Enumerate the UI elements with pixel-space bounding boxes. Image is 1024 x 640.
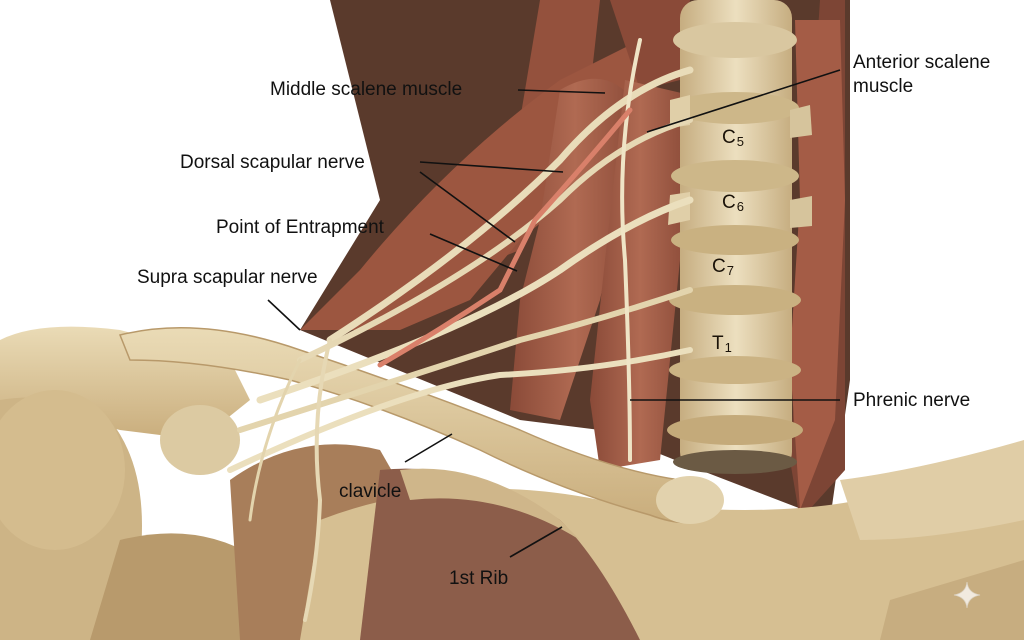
shoulder-bones xyxy=(0,326,420,640)
vertebra-label-c5: C5 xyxy=(722,127,744,149)
clavicle-bone xyxy=(118,326,724,524)
vertebra-label-c6: C6 xyxy=(722,192,744,214)
vertebra-label-t1: T1 xyxy=(712,333,732,355)
label-clavicle: clavicle xyxy=(339,481,402,502)
label-point-of-entrapment: Point of Entrapment xyxy=(216,217,384,238)
label-leader-lines xyxy=(267,69,841,558)
brachial-plexus xyxy=(227,38,694,622)
label-middle-scalene-muscle: Middle scalene muscle xyxy=(270,79,463,100)
label-phrenic-nerve: Phrenic nerve xyxy=(853,390,971,411)
label-first-rib: 1st Rib xyxy=(449,568,509,589)
label-dorsal-scapular-nerve: Dorsal scapular nerve xyxy=(180,152,365,173)
label-anterior-scalene-muscle-line1: Anterior scalene xyxy=(853,52,991,73)
sparkle-icon xyxy=(953,581,981,609)
label-anterior-scalene-muscle-line2: muscle xyxy=(853,76,914,97)
neck-muscles xyxy=(300,0,1024,510)
rib-cage xyxy=(300,440,1024,640)
vertebral-column xyxy=(667,0,812,474)
vertebra-label-c7: C7 xyxy=(712,256,734,278)
label-supra-scapular-nerve: Supra scapular nerve xyxy=(137,267,318,288)
